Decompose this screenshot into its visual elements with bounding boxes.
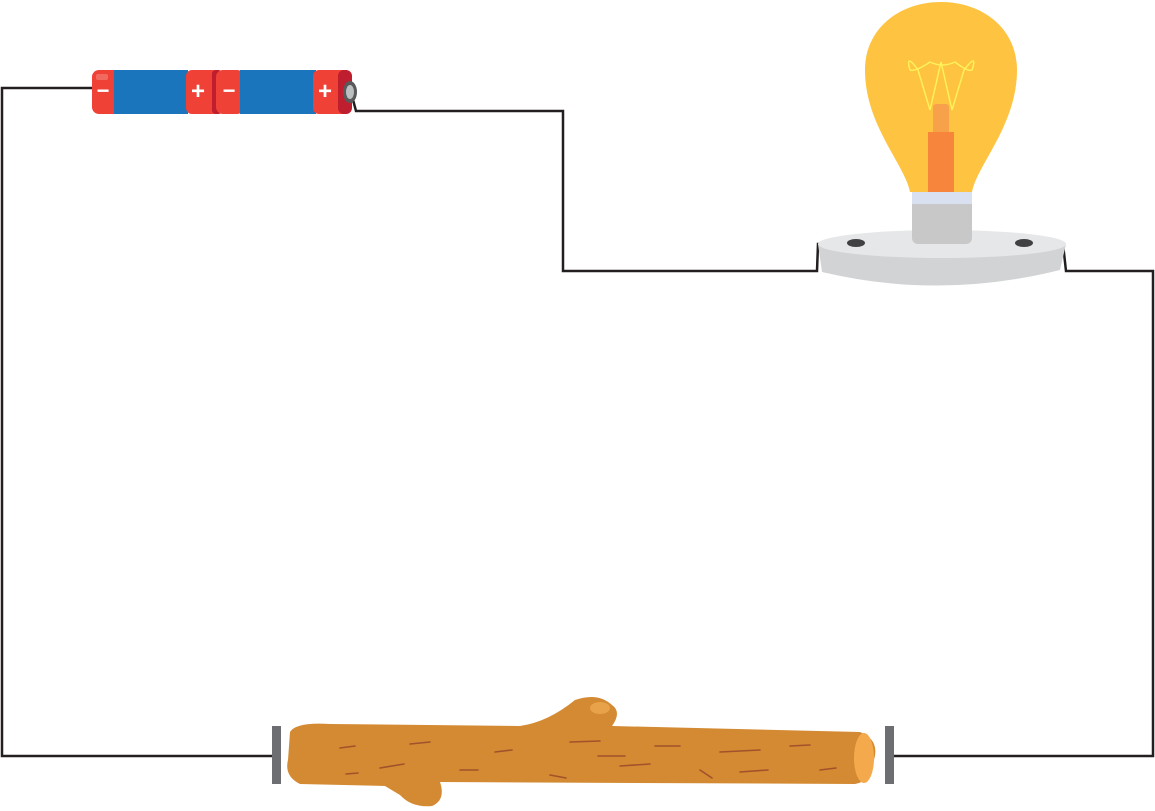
- battery-2-negative-label: −: [223, 78, 236, 103]
- bulb-filament: [907, 60, 975, 111]
- wire-battery-positive-to-bulb: [350, 95, 853, 273]
- battery-icon: − +: [92, 70, 224, 114]
- bulb-base: [912, 192, 972, 244]
- wire-bulb-to-stick: [890, 241, 1155, 758]
- stick-right-clip: [885, 726, 894, 784]
- bulb-filament-core: [928, 132, 954, 192]
- battery-2-body: [240, 70, 316, 114]
- battery-1-positive-label: +: [191, 78, 205, 105]
- battery-icon: − +: [216, 70, 357, 114]
- light-bulb-icon: [818, 2, 1066, 286]
- stick-cut-end: [854, 733, 874, 783]
- battery-2-negative-cap: [216, 70, 244, 114]
- bulb-terminal-left: [847, 239, 865, 247]
- stick-left-clip: [272, 726, 281, 784]
- battery-1-body: [114, 70, 188, 114]
- bulb-terminal-right: [1015, 239, 1033, 247]
- battery-pack: − + − +: [92, 70, 357, 114]
- battery-1-negative-label: −: [97, 78, 110, 103]
- wooden-stick-body: [287, 696, 876, 807]
- wire-battery-negative-to-stick: [0, 86, 275, 758]
- circuit-wires: [0, 86, 1155, 758]
- bulb-glass: [865, 2, 1017, 192]
- wooden-stick-icon: [272, 696, 894, 807]
- stick-branch-end: [590, 702, 610, 714]
- stick-grain: [339, 740, 837, 779]
- battery-1-negative-cap: [92, 70, 120, 114]
- bulb-filament-stem: [933, 104, 949, 134]
- battery-2-positive-label: +: [318, 78, 332, 105]
